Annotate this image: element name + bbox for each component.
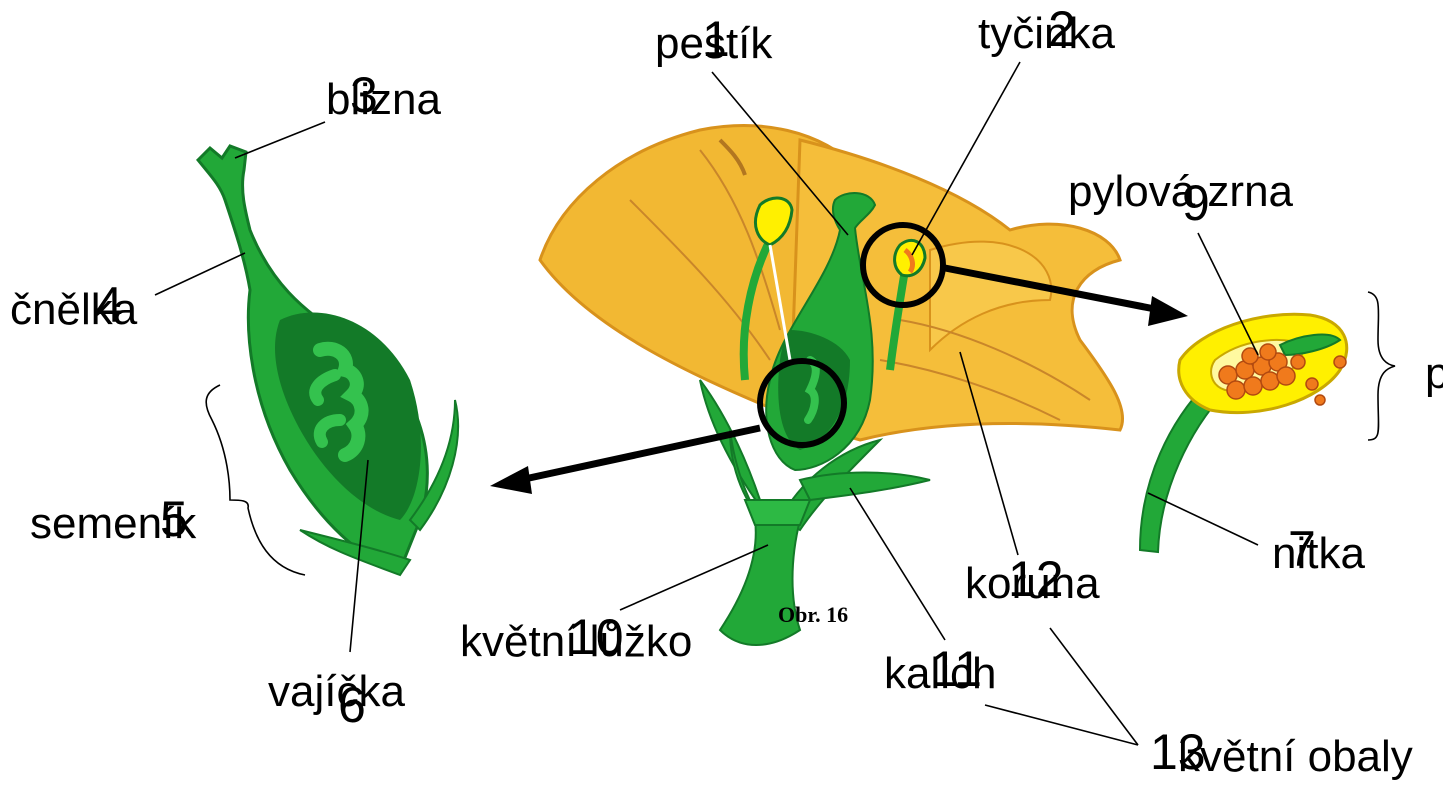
number-cnelka: 4 bbox=[95, 280, 123, 330]
number-kvetni-obaly: 13 bbox=[1150, 727, 1206, 777]
number-kalich: 11 bbox=[930, 644, 982, 694]
number-koruna: 12 bbox=[1008, 554, 1064, 604]
number-nitka: 7 bbox=[1288, 524, 1316, 574]
label-nitka: nitka bbox=[1272, 532, 1365, 576]
number-kvetni-luzko: 10 bbox=[568, 612, 624, 662]
label-vajicka: vajíčka bbox=[268, 670, 405, 714]
label-tycinka: tyčinka bbox=[978, 12, 1115, 56]
enlarged-pistil bbox=[198, 146, 458, 575]
figure-caption: Obr. 16 bbox=[778, 604, 848, 626]
number-blizna: 3 bbox=[350, 70, 378, 120]
number-pylova-zrna: 9 bbox=[1182, 178, 1210, 228]
label-pylova-zrna: pylová zrna bbox=[1068, 170, 1293, 214]
number-vajicka: 6 bbox=[338, 680, 366, 730]
number-semenik: 5 bbox=[160, 494, 188, 544]
enlarged-stamen bbox=[1140, 314, 1347, 552]
number-pestik: 1 bbox=[702, 14, 730, 64]
label-blizna: blizna bbox=[326, 78, 441, 122]
number-tycinka: 2 bbox=[1048, 4, 1076, 54]
label-prasnik: p bbox=[1425, 352, 1443, 396]
label-kvetni-obaly: květní obaly bbox=[1178, 735, 1413, 779]
